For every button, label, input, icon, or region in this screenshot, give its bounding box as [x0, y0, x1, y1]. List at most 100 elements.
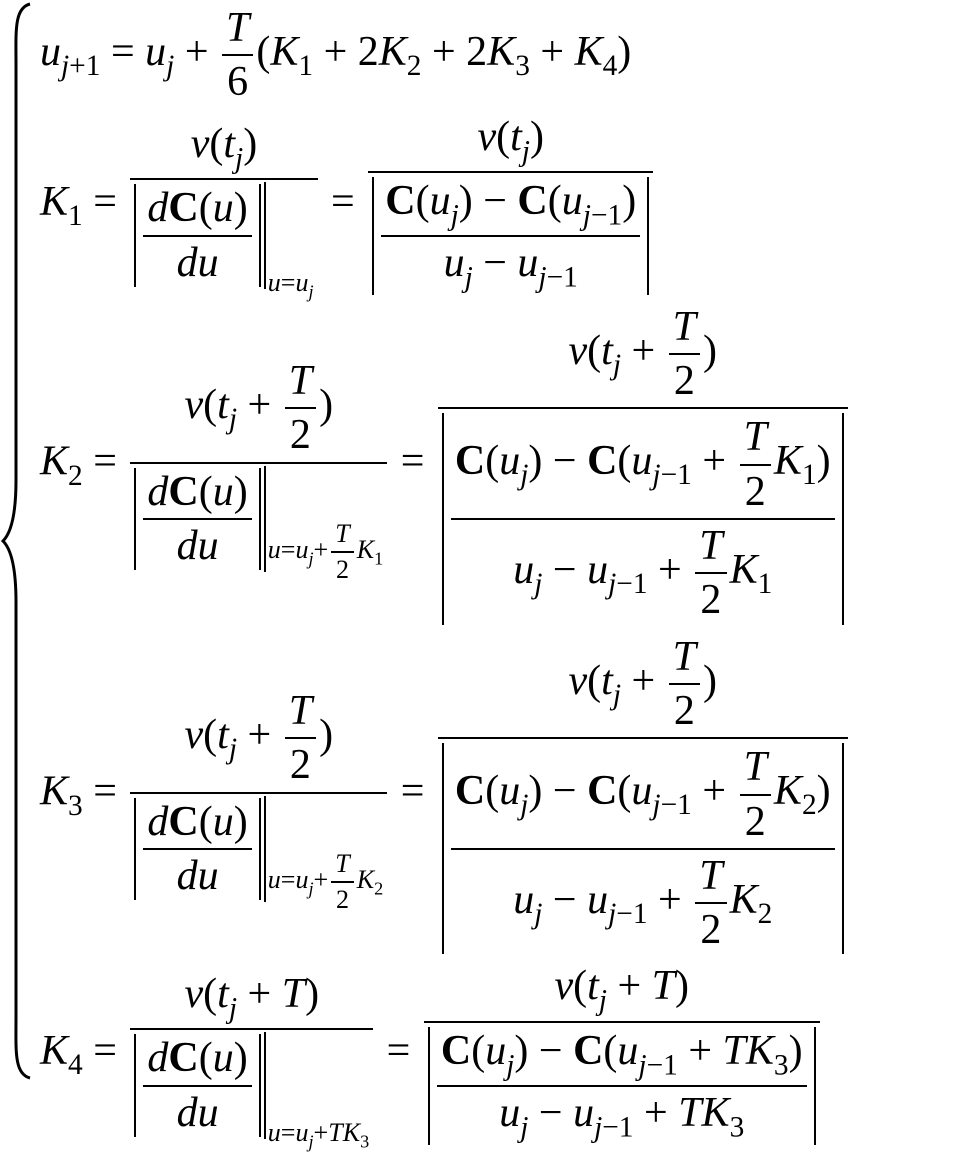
math-variable: T — [288, 687, 313, 734]
math-operator: + — [677, 1027, 723, 1074]
math-subscript: 3 — [515, 50, 530, 82]
math-subscript: j — [229, 733, 237, 765]
evaluation-body: dC(u)du — [134, 1032, 266, 1139]
math-operator: ( — [256, 28, 271, 75]
fraction-denominator: du — [143, 237, 251, 287]
fraction-denominator: C(uj) − C(uj−1 + TK3)uj − uj−1 + TK3 — [424, 1023, 820, 1147]
fraction-numerator: dC(u) — [143, 468, 252, 521]
math-variable: TK — [722, 1027, 774, 1074]
math-subscript: j — [506, 1049, 514, 1081]
math-variable: j — [464, 261, 473, 294]
math-variable: j — [594, 1110, 603, 1143]
math-subscript: j — [166, 50, 174, 82]
math-variable: j — [520, 459, 529, 492]
math-variable: K — [574, 28, 603, 75]
math-operator: ( — [496, 113, 511, 160]
math-operator: ) — [816, 768, 831, 815]
fraction-numerator: T — [668, 303, 701, 356]
math-operator: 1 — [68, 199, 83, 232]
math-operator: ) — [305, 971, 320, 1018]
fraction-denominator: 2 — [740, 466, 771, 516]
fraction-numerator: v(tj + T) — [423, 962, 820, 1023]
math-absolute-value: C(uj) − C(uj−1)uj − uj−1 — [372, 176, 650, 295]
math-subscript: j — [465, 261, 473, 293]
math-variable: j — [61, 50, 70, 83]
math-variable: j — [166, 50, 175, 83]
math-bold-symbol: C — [168, 185, 199, 232]
math-operator: 2 — [335, 885, 349, 915]
math-operator: 2 — [744, 468, 766, 515]
math-subscript: j — [534, 898, 542, 930]
math-operator: −1 — [590, 198, 623, 231]
math-variable: u — [40, 28, 61, 75]
math-subscript: j — [229, 403, 237, 435]
fraction-denominator: 2 — [669, 685, 700, 735]
math-operator: 2 — [700, 907, 722, 954]
math-variable: K — [40, 1028, 69, 1075]
math-operator: ( — [198, 1035, 213, 1082]
math-operator: 2 — [744, 798, 766, 845]
fraction-denominator: 2 — [285, 409, 316, 459]
math-operator: ) — [233, 1035, 248, 1082]
math-variable: j — [521, 134, 530, 167]
fraction-numerator: T — [222, 4, 254, 57]
math-operator: ) − — [514, 1027, 574, 1074]
math-variable: d — [147, 185, 169, 232]
math-variable: TK — [328, 1117, 361, 1147]
math-operator: −1 — [646, 1048, 678, 1081]
math-bold-symbol: C — [587, 438, 618, 485]
math-absolute-value: dC(u)du — [134, 1034, 261, 1137]
math-variable: j — [582, 198, 591, 231]
math-bold-symbol: C — [168, 1035, 199, 1082]
math-variable: K — [356, 535, 375, 565]
math-operator: ( — [617, 768, 632, 815]
math-operator: −1 — [660, 459, 692, 492]
math-variable: du — [176, 852, 219, 899]
math-operator: + — [620, 327, 666, 374]
math-variable: j — [534, 898, 543, 931]
math-operator: 1 — [801, 459, 817, 492]
math-operator: ( — [573, 963, 588, 1010]
math-subscript: 1 — [298, 50, 313, 82]
math-subscript: j−1 — [652, 460, 691, 492]
fraction-numerator: T — [284, 687, 317, 740]
math-operator: = — [390, 768, 435, 815]
math-variable: j — [520, 789, 529, 822]
math-variable: j — [534, 568, 543, 601]
math-operator: 2 — [374, 878, 384, 899]
math-subscript: j — [451, 199, 459, 231]
math-variable: u — [145, 28, 167, 75]
math-subscript: j — [522, 135, 530, 167]
math-variable: T — [672, 633, 697, 680]
math-operator: −1 — [616, 898, 648, 931]
math-subscript: j — [534, 568, 542, 600]
fraction-numerator: v(tj) — [130, 120, 318, 181]
math-fraction: C(uj) − C(uj−1 + TK3)uj − uj−1 + TK3 — [436, 1027, 807, 1145]
math-subscript: 4 — [603, 50, 618, 82]
math-operator: + — [237, 971, 282, 1018]
fraction-denominator: 2 — [695, 574, 726, 624]
math-variable: u — [267, 865, 281, 895]
fraction-denominator: 6 — [222, 56, 253, 106]
fraction-numerator: T — [331, 849, 354, 884]
math-operator: ( — [471, 1027, 486, 1074]
math-variable: T — [699, 852, 723, 899]
math-variable: K — [773, 768, 802, 815]
math-operator: + — [606, 963, 652, 1010]
math-variable: t — [510, 113, 522, 160]
math-operator: 6 — [227, 59, 249, 106]
fraction-numerator: T — [331, 519, 354, 554]
